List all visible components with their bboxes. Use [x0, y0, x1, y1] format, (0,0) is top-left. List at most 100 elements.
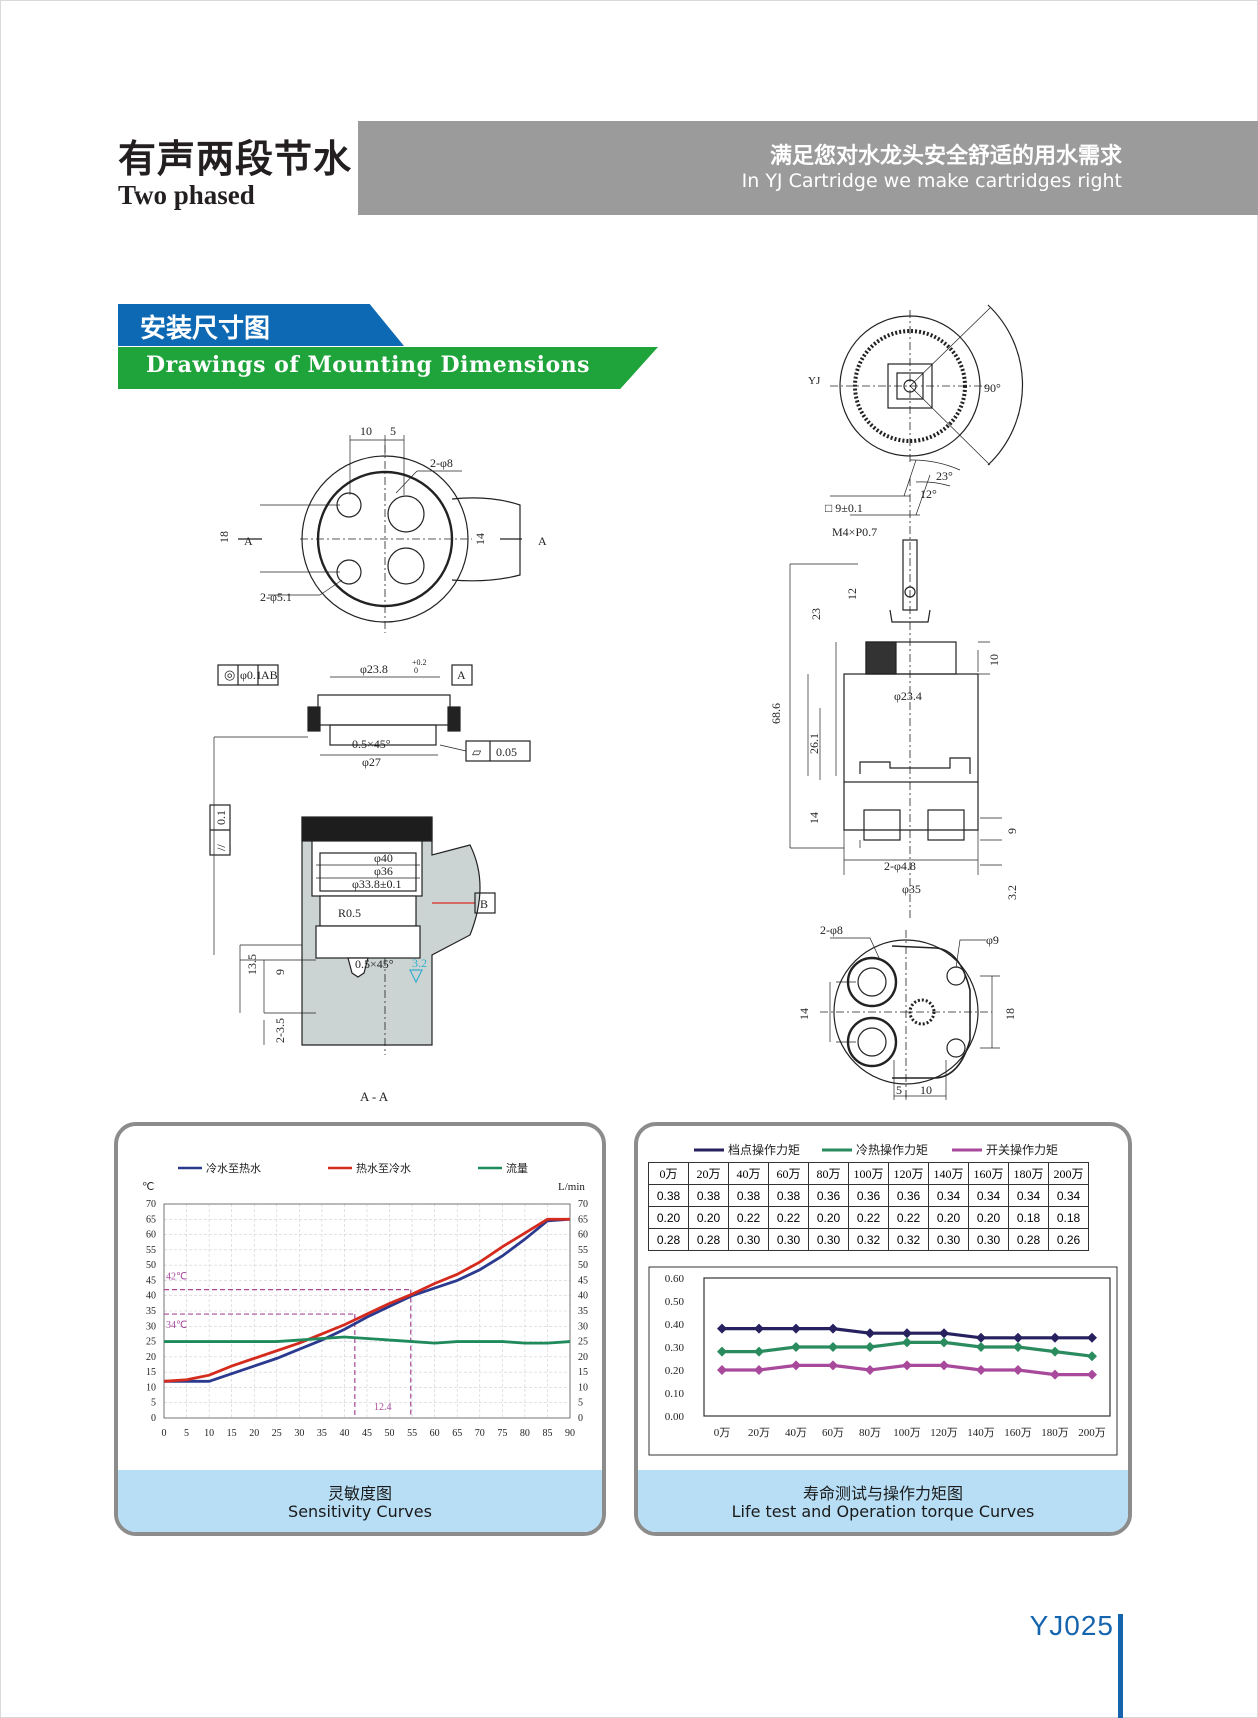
x-tick: 75 — [497, 1428, 507, 1439]
y-tick-left: 0 — [151, 1413, 156, 1424]
y-tick-left: 55 — [146, 1245, 156, 1256]
x-tick: 20 — [249, 1428, 259, 1439]
table-header-cell: 120万 — [888, 1162, 929, 1185]
table-cell: 0.30 — [808, 1228, 849, 1251]
datum-a: A — [457, 668, 466, 682]
y-tick-right: 55 — [578, 1245, 588, 1256]
series-marker — [754, 1323, 764, 1334]
y-tick-left: 50 — [146, 1260, 156, 1271]
series-marker — [717, 1346, 727, 1357]
table-cell: 0.22 — [728, 1206, 769, 1229]
y-left-unit: ℃ — [142, 1181, 154, 1193]
series-marker — [791, 1342, 801, 1352]
y-tick-left: 5 — [151, 1398, 156, 1409]
y-tick-right: 25 — [578, 1337, 588, 1348]
series-marker — [1050, 1346, 1060, 1357]
series-marker — [939, 1328, 949, 1339]
legend-label: 开关操作力矩 — [986, 1142, 1058, 1157]
x-tick: 60万 — [822, 1427, 844, 1439]
tol-parallel: 0.1 — [214, 810, 228, 825]
y-tick-left: 25 — [146, 1337, 156, 1348]
y-tick: 0.30 — [665, 1342, 685, 1354]
y-tick: 0.50 — [665, 1296, 685, 1308]
series-marker — [865, 1342, 875, 1352]
dim-5: 5 — [896, 1083, 902, 1097]
y-tick-right: 65 — [578, 1214, 588, 1225]
lifetest-caption-cn: 寿命测试与操作力矩图 — [802, 1484, 963, 1503]
x-tick: 0 — [162, 1428, 167, 1439]
y-tick: 0.00 — [665, 1411, 685, 1423]
table-header-cell: 100万 — [848, 1162, 889, 1185]
table-cell: 0.38 — [768, 1184, 809, 1207]
table-cell: 0.32 — [888, 1228, 929, 1251]
annotation-low: 34℃ — [166, 1320, 187, 1331]
x-tick: 160万 — [1004, 1427, 1032, 1439]
table-cell: 0.30 — [928, 1228, 969, 1251]
series-marker — [902, 1328, 912, 1339]
table-cell: 0.20 — [648, 1206, 689, 1229]
series-marker — [865, 1328, 875, 1339]
series-marker — [754, 1365, 764, 1375]
dim-18: 18 — [1003, 1008, 1017, 1020]
dim-2-35: 2-3.5 — [273, 1018, 287, 1043]
x-tick: 10 — [204, 1428, 214, 1439]
tol-concentric: φ0.1 — [240, 668, 262, 682]
y-tick-left: 15 — [146, 1367, 156, 1378]
dim-phi238-tol-upper: +0.2 — [412, 658, 427, 667]
y-tick-left: 60 — [146, 1230, 156, 1241]
dim-chamfer-top: 0.5×45° — [352, 737, 391, 751]
dim-square9: □ 9±0.1 — [825, 501, 863, 515]
x-tick: 80万 — [859, 1427, 881, 1439]
table-cell: 0.20 — [688, 1206, 729, 1229]
series-marker — [939, 1337, 949, 1348]
legend-label: 档点操作力矩 — [728, 1142, 800, 1157]
y-tick-right: 45 — [578, 1275, 588, 1286]
series-marker — [1050, 1332, 1060, 1343]
x-tick: 50 — [385, 1428, 395, 1439]
x-tick: 15 — [227, 1428, 237, 1439]
series-marker — [976, 1365, 986, 1375]
y-tick-right: 15 — [578, 1367, 588, 1378]
annotation-high: 42℃ — [166, 1272, 187, 1283]
dim-12: 12 — [845, 588, 859, 600]
x-tick: 20万 — [748, 1427, 770, 1439]
table-cell: 0.28 — [648, 1228, 689, 1251]
brand-mark: YJ — [808, 375, 821, 387]
table-cell: 0.38 — [648, 1184, 689, 1207]
plot-frame — [163, 1203, 571, 1419]
y-tick: 0.60 — [665, 1273, 685, 1285]
y-tick-left: 45 — [146, 1275, 156, 1286]
y-tick-right: 30 — [578, 1321, 588, 1332]
series-line — [164, 1217, 571, 1383]
legend-label: 流量 — [506, 1161, 528, 1175]
series-marker — [717, 1323, 727, 1334]
series-line — [164, 1335, 571, 1345]
x-tick: 65 — [452, 1428, 462, 1439]
product-title-cn: 有声两段节水 — [118, 136, 353, 181]
dim-23: 23 — [809, 608, 823, 620]
series-marker — [828, 1360, 838, 1371]
series-marker — [754, 1346, 764, 1357]
dim-135: 13.5 — [245, 954, 259, 975]
product-title-en: Two phased — [118, 180, 255, 210]
sensitivity-caption-cn: 灵敏度图 — [327, 1484, 392, 1503]
table-cell: 0.34 — [928, 1184, 969, 1207]
y-tick-right: 35 — [578, 1306, 588, 1317]
chart-outer-frame — [648, 1266, 1118, 1456]
series-marker — [902, 1360, 912, 1371]
series-marker — [1087, 1332, 1097, 1343]
table-header-cell: 60万 — [768, 1162, 809, 1185]
table-cell: 0.22 — [888, 1206, 929, 1229]
dim-phi238: φ23.8 — [360, 662, 388, 676]
x-tick: 40 — [339, 1428, 349, 1439]
tol-flatness: 0.05 — [496, 745, 517, 759]
x-tick: 180万 — [1041, 1427, 1069, 1439]
y-tick: 0.20 — [665, 1365, 685, 1377]
dim-261: 26.1 — [807, 733, 821, 754]
y-tick-right: 20 — [578, 1352, 588, 1363]
x-tick: 140万 — [967, 1427, 995, 1439]
